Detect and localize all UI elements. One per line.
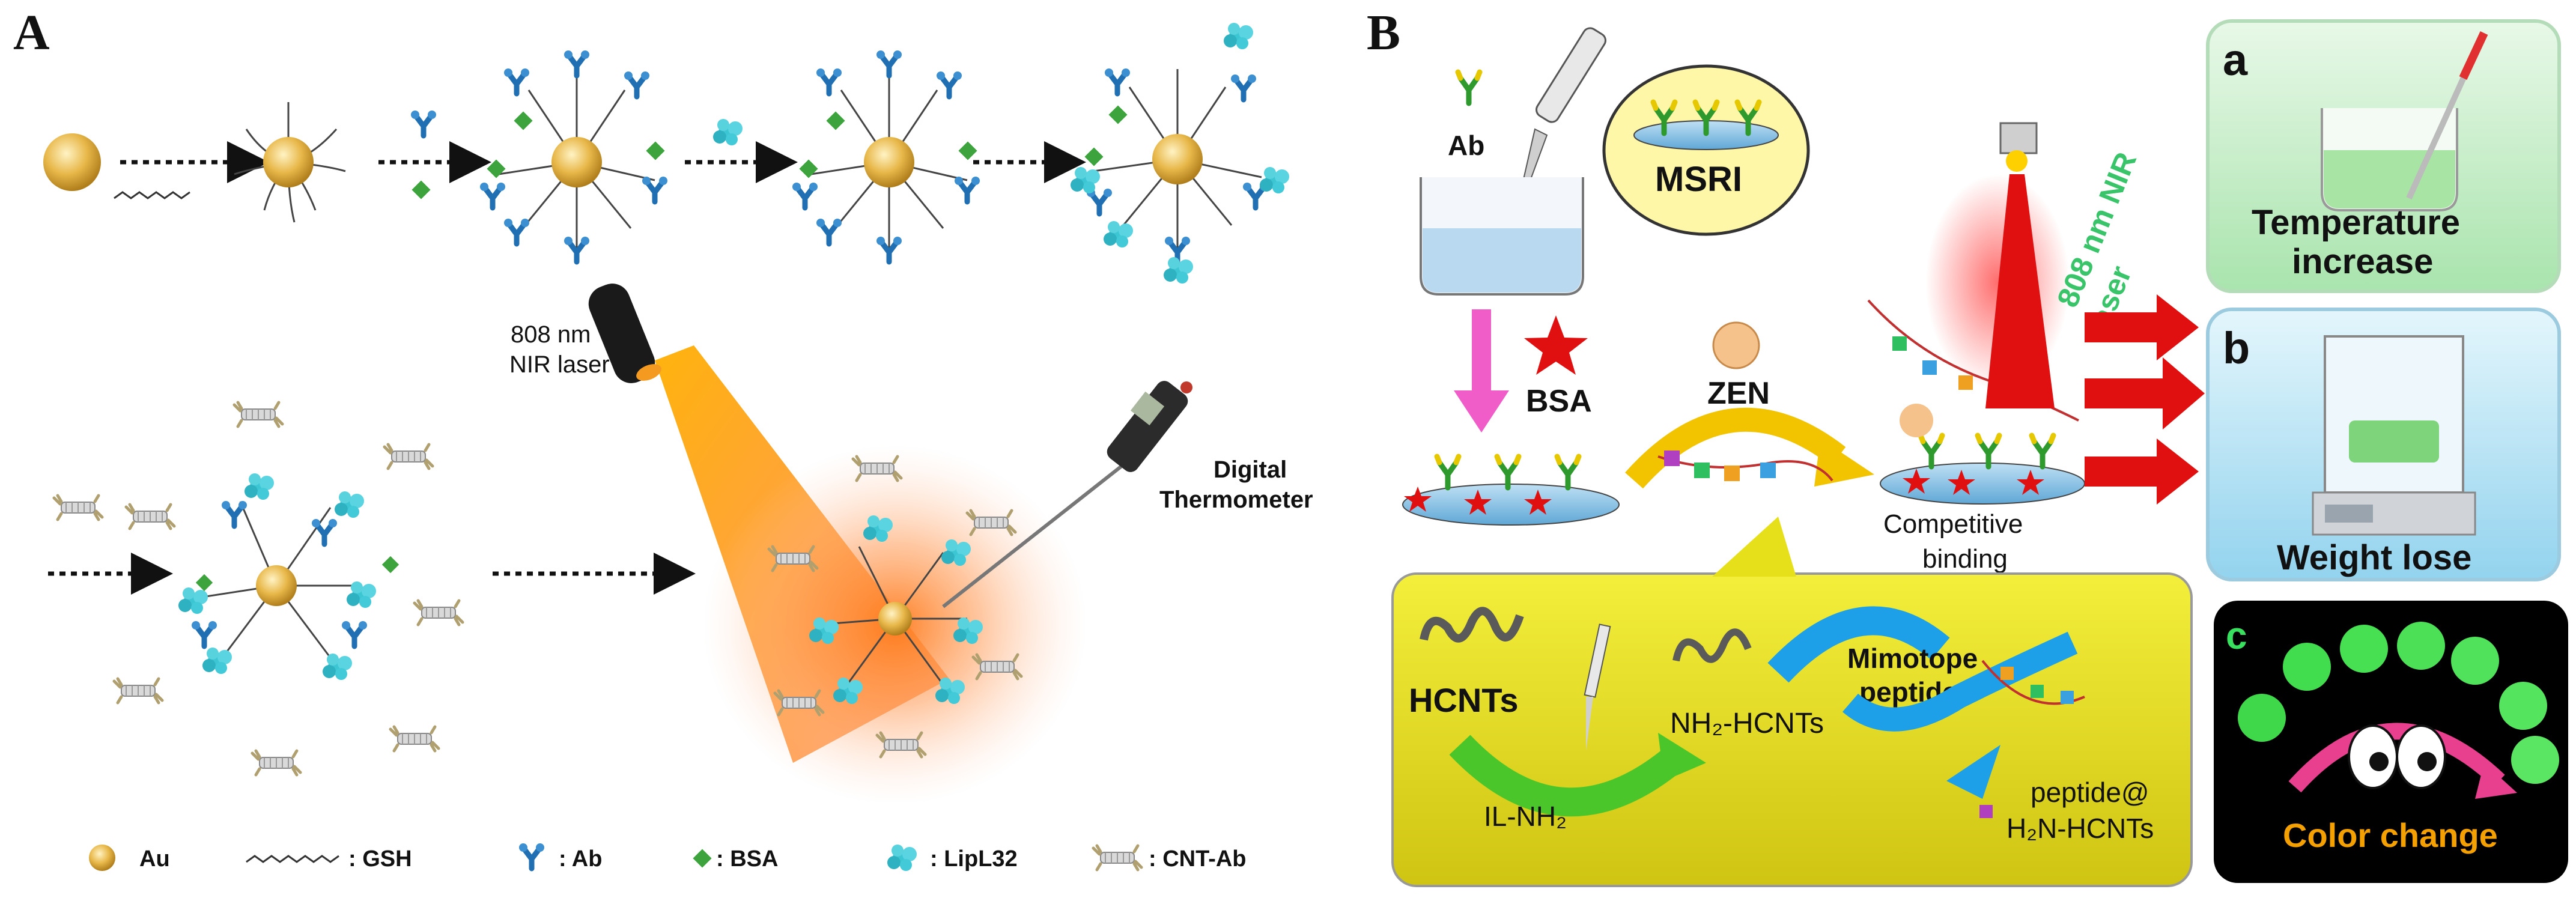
nir-laser-b-icon [1925, 122, 2070, 408]
subpanel-c-letter: c [2226, 614, 2247, 657]
peptide-label-line2: H₂N-HCNTs [2006, 813, 2154, 844]
laser-label-line1: 808 nm [511, 321, 591, 348]
legend-cnt-ab-label: : CNT-Ab [1149, 846, 1247, 872]
ab-conjugated-nanoparticle [480, 50, 667, 262]
ab-bsa-nanoparticle [792, 50, 980, 262]
eyes-icon [2348, 724, 2446, 789]
thermometer-label-line2: Thermometer [1159, 487, 1313, 513]
color-dots [2238, 622, 2559, 784]
pipette-small-icon [1584, 623, 1611, 751]
peptide-hcnts-icon [1979, 660, 2085, 818]
cnt-ab-single [54, 496, 102, 520]
lipl32-bound-nanoparticle [1071, 23, 1289, 284]
subpanel-b-text: Weight lose [2277, 538, 2471, 577]
digital-thermometer-icon [942, 381, 1192, 608]
subpanel-b-letter: b [2223, 323, 2250, 373]
thermometer-label-line1: Digital [1214, 457, 1287, 483]
beaker-with-thermometer-icon [2321, 31, 2488, 211]
legend-lipl32-icon [887, 845, 917, 871]
subpanel-b: b Weight lose [2206, 308, 2561, 581]
legend-cnt-ab-icon [1093, 846, 1141, 870]
nh2-hcnts-icon [1672, 628, 1752, 663]
bsa-label: BSA [1526, 384, 1592, 419]
subpanel-c: c Color change [2214, 601, 2568, 883]
legend-gsh-label: : GSH [348, 846, 412, 872]
subpanel-a: a Temperature increase [2206, 19, 2561, 293]
synthesis-box: HCNTs IL-NH₂ NH₂-HCNTs Mimotope peptides [1391, 517, 2193, 887]
hcnts-label: HCNTs [1409, 681, 1519, 719]
legend-lipl32-label: : LipL32 [930, 846, 1018, 872]
gsh-coated-nanoparticle [234, 102, 346, 223]
mimotope-label-line1: Mimotope [1847, 643, 1978, 674]
competitive-label-line1: Competitive [1883, 509, 2023, 539]
hcnts-icon [1420, 607, 1524, 643]
blue-cycle-arrow [1767, 606, 1950, 683]
panel-a: A [13, 5, 1313, 872]
panel-b-letter: B [1367, 5, 1400, 61]
legend-au-label: Au [139, 846, 170, 872]
pink-curved-arrow [2288, 723, 2505, 793]
msri-label: MSRI [1655, 160, 1742, 199]
pipette-icon [1520, 27, 1606, 193]
legend-ab-icon [519, 843, 544, 869]
ab-label: Ab [1448, 130, 1484, 161]
subpanel-a-letter: a [2223, 35, 2248, 85]
pink-down-arrow [1454, 309, 1509, 432]
blocked-chip [1402, 457, 1620, 526]
result-arrows [2085, 294, 2205, 505]
mimotope-peptide-chain [1657, 450, 1833, 482]
laser-label-line2: NIR laser [509, 351, 610, 378]
msri-callout: MSRI [1602, 64, 1810, 236]
panel-b: B Ab MSRI BSA [1367, 5, 2568, 887]
bsa-star-icon [1524, 315, 1588, 375]
green-cycle-arrow [1449, 735, 1686, 817]
bsa-diamond-icon-step [412, 180, 431, 199]
legend-bsa-icon [693, 849, 712, 868]
subpanel-a-text-line2: increase [2292, 242, 2433, 281]
legend-au-icon [89, 845, 115, 871]
zen-label: ZEN [1707, 376, 1770, 411]
peptide-label-line1: peptide@ [2031, 777, 2149, 808]
panel-a-letter: A [13, 5, 50, 61]
curved-yellow-arrow [1625, 407, 1846, 489]
nh2-hcnts-label: NH₂-HCNTs [1670, 708, 1824, 739]
legend: Au : GSH : Ab : BSA : LipL32 : CNT-Ab [89, 843, 1247, 872]
analytical-balance-icon [2312, 335, 2476, 536]
gold-nanoparticle-bare [43, 133, 101, 191]
heated-complex [703, 444, 1087, 805]
gsh-molecule-icon [114, 191, 190, 199]
sandwich-complex [114, 402, 463, 775]
legend-bsa-label: : BSA [716, 846, 778, 872]
legend-ab-label: : Ab [559, 846, 602, 872]
il-nh2-label: IL-NH₂ [1484, 801, 1567, 832]
subpanel-a-text-line1: Temperature [2252, 203, 2460, 242]
subpanel-c-text: Color change [2283, 816, 2498, 854]
legend-gsh-icon [246, 855, 339, 863]
competitive-label-line2: binding [1922, 544, 2008, 574]
zen-molecule-icon [1712, 321, 1760, 369]
beaker-icon [1420, 177, 1584, 296]
